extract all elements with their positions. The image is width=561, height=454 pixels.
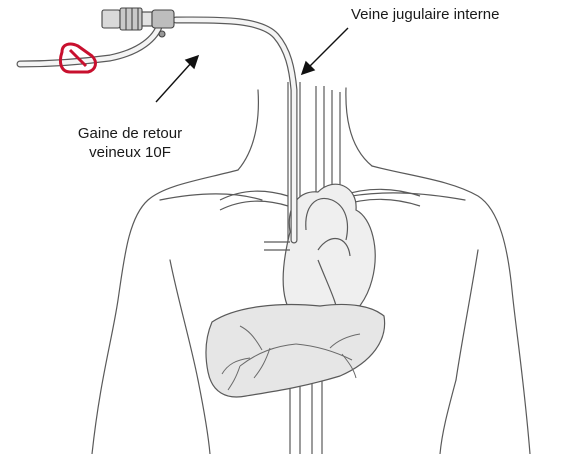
arrow-to-sheath: [156, 56, 198, 102]
left-clavicle: [160, 194, 262, 200]
right-clavicle: [340, 193, 465, 200]
left-shoulder: [92, 170, 238, 454]
subclavian-left: [220, 191, 288, 200]
arrow-to-internal-jugular: [302, 28, 348, 74]
pointer-arrows: [156, 28, 348, 102]
sheath-label-line-1: Gaine de retour: [22, 124, 238, 143]
sheath-label-line-2: veineux 10F: [22, 143, 238, 162]
neck-left-edge: [238, 90, 258, 170]
right-shoulder: [372, 166, 530, 454]
neck-right-edge: [346, 88, 372, 166]
right-armpit: [456, 250, 478, 380]
left-armpit: [170, 260, 198, 380]
right-flank: [440, 380, 456, 454]
liver: [206, 304, 385, 397]
venous-return-sheath-label: Gaine de retour veineux 10F: [22, 124, 238, 162]
left-flank: [198, 380, 210, 454]
internal-jugular-vein-label: Veine jugulaire interne: [351, 5, 499, 24]
luer-connector-icon: [102, 8, 174, 37]
